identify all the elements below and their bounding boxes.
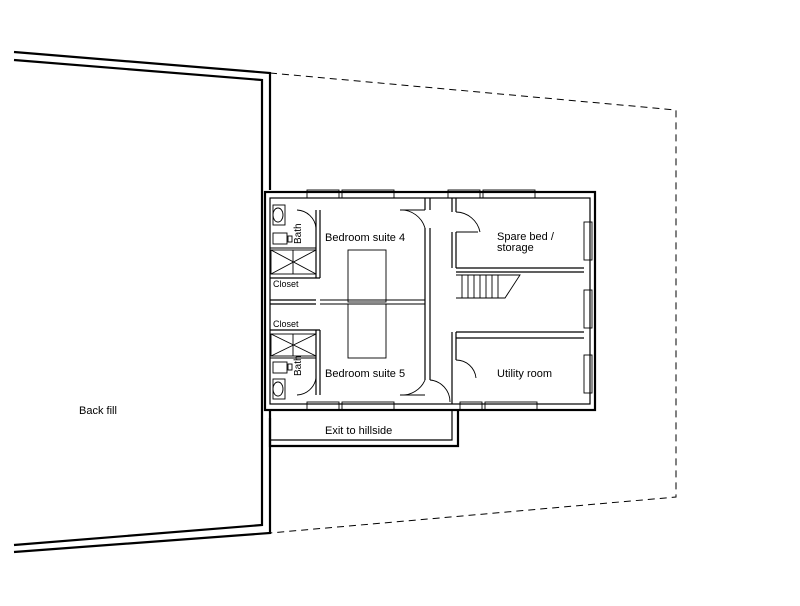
label-back-fill: Back fill <box>79 405 117 417</box>
label-bath-top: Bath <box>293 223 304 244</box>
back-fill-wall <box>13 50 272 554</box>
label-bedroom-5: Bedroom suite 5 <box>325 368 405 380</box>
door-swings <box>296 209 481 403</box>
stair <box>456 274 521 299</box>
label-spare-line2: storage <box>497 242 534 254</box>
label-closet-top: Closet <box>273 279 299 289</box>
label-bath-bottom: Bath <box>293 355 304 376</box>
bath-fixtures <box>272 204 293 400</box>
label-exit: Exit to hillside <box>325 425 392 437</box>
label-bedroom-4: Bedroom suite 4 <box>325 232 405 244</box>
site-boundary <box>269 72 677 534</box>
label-spare-line1: Spare bed / <box>497 231 555 243</box>
windows <box>306 189 593 411</box>
label-closet-bottom: Closet <box>273 319 299 329</box>
label-utility: Utility room <box>497 368 552 380</box>
wardrobes <box>270 249 317 357</box>
beds <box>347 249 387 359</box>
exit-passage <box>268 410 460 448</box>
